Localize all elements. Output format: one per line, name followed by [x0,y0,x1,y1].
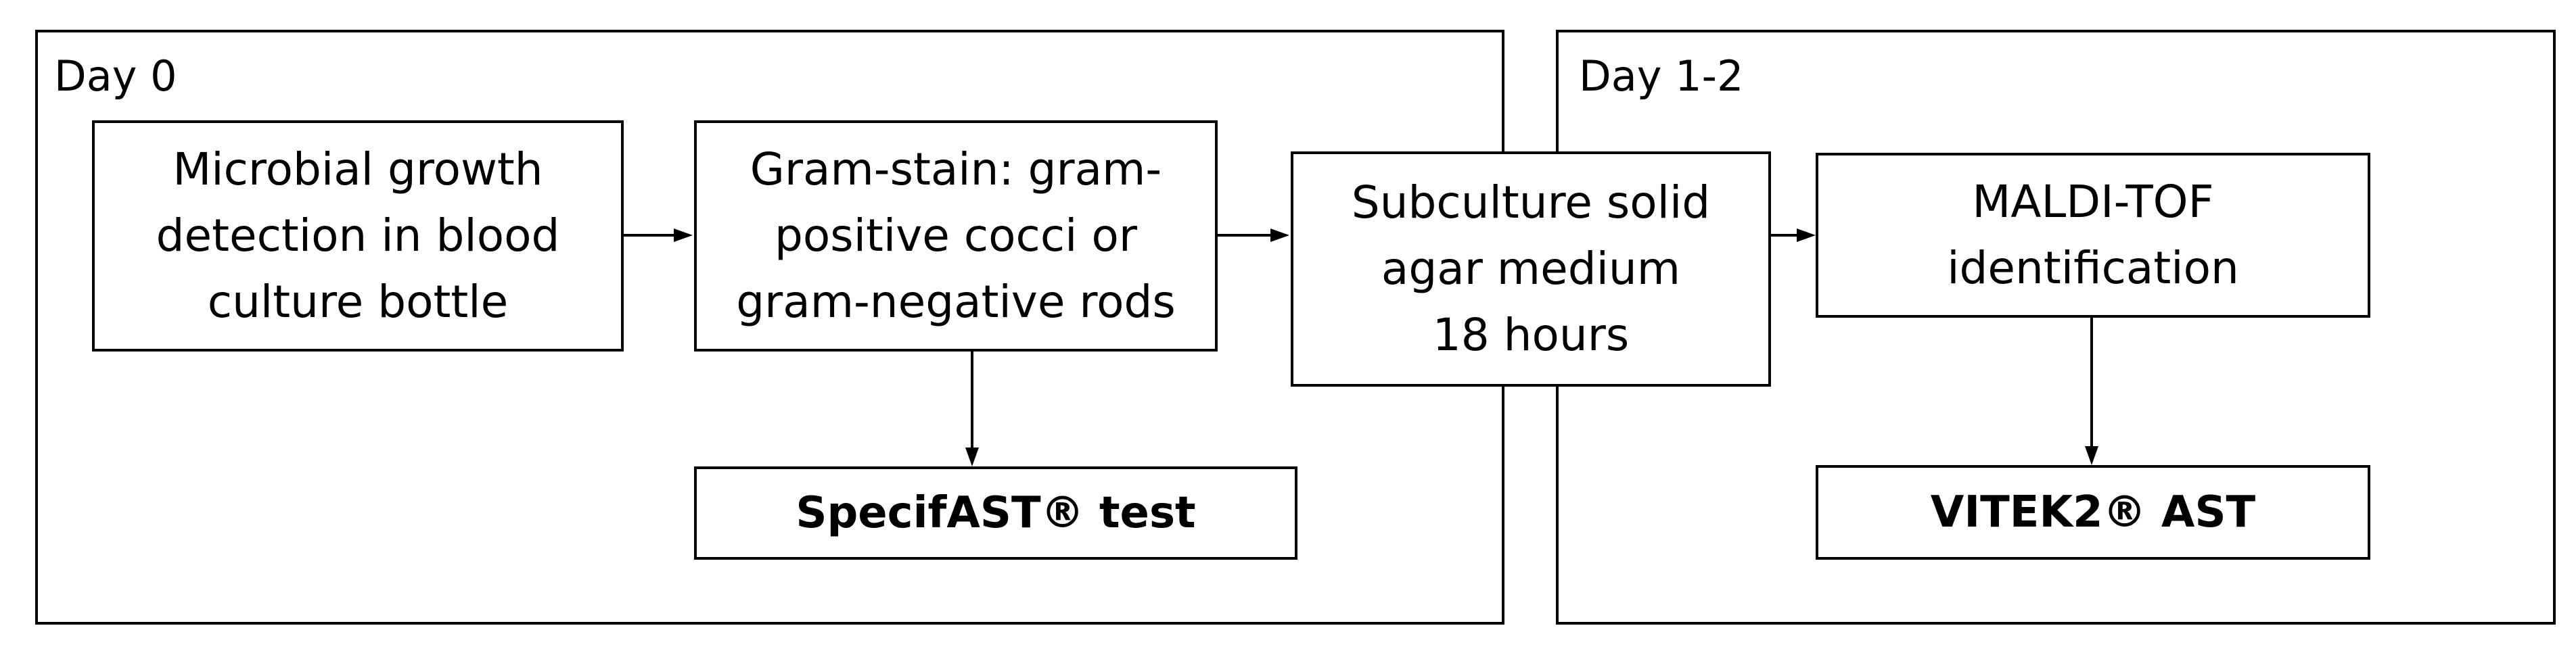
maldi-tof-text: MALDI-TOF identification [1947,169,2239,301]
growth-detection-line-1: Microbial growth [172,143,543,195]
growth-detection-line-2: detection in blood [156,210,560,262]
gram-stain-line-3: gram-negative rods [736,276,1176,328]
growth-detection-box: Microbial growth detection in blood cult… [92,120,624,352]
growth-detection-line-3: culture bottle [207,276,509,328]
gram-stain-line-2: positive cocci or [775,210,1137,262]
subculture-line-2: agar medium [1381,243,1681,295]
subculture-line-1: Subculture solid [1351,176,1711,228]
subculture-text: Subculture solid agar medium 18 hours [1352,170,1710,368]
subculture-line-3: 18 hours [1432,309,1630,361]
maldi-tof-line-1: MALDI-TOF [1972,176,2214,228]
subculture-box: Subculture solid agar medium 18 hours [1291,151,1771,387]
vitek2-ast-box: VITEK2® AST [1816,465,2370,560]
day-0-label: Day 0 [54,51,177,101]
specifast-test-label: SpecifAST® test [796,488,1196,538]
gram-stain-text: Gram-stain: gram- positive cocci or gram… [736,137,1176,335]
vitek2-ast-label: VITEK2® AST [1930,487,2256,537]
maldi-tof-box: MALDI-TOF identification [1816,153,2370,318]
growth-detection-text: Microbial growth detection in blood cult… [156,137,560,335]
maldi-tof-line-2: identification [1947,242,2239,294]
gram-stain-box: Gram-stain: gram- positive cocci or gram… [694,120,1218,352]
specifast-test-box: SpecifAST® test [694,466,1297,560]
day-1-2-label: Day 1-2 [1579,51,1744,101]
gram-stain-line-1: Gram-stain: gram- [750,143,1162,195]
